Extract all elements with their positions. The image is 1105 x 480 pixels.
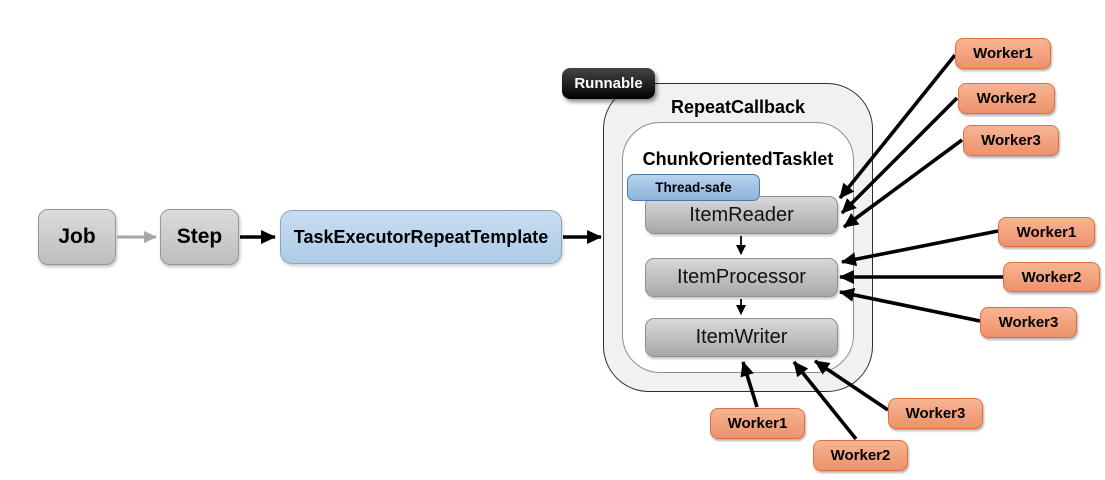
worker2-writer-box: Worker2 <box>813 440 908 471</box>
repeat-callback-label: RepeatCallback <box>670 96 806 117</box>
item-processor-node: ItemProcessor <box>645 258 838 297</box>
item-writer-node: ItemWriter <box>645 318 838 357</box>
worker1-reader-box: Worker1 <box>955 38 1051 69</box>
worker3-reader-box: Worker3 <box>963 125 1059 156</box>
runnable-tag: Runnable <box>562 68 655 99</box>
worker1-writer-box: Worker1 <box>710 408 805 439</box>
task-executor-repeat-template-node: TaskExecutorRepeatTemplate <box>280 210 562 264</box>
thread-safe-tag: Thread-safe <box>627 174 760 201</box>
worker3-writer-box: Worker3 <box>888 398 983 429</box>
job-node: Job <box>38 209 116 265</box>
worker3-processor-box: Worker3 <box>980 307 1077 338</box>
worker2-reader-box: Worker2 <box>958 83 1055 114</box>
worker2-processor-box: Worker2 <box>1003 262 1100 292</box>
item-reader-node: ItemReader <box>645 196 838 234</box>
chunk-oriented-tasklet-label: ChunkOrientedTasklet <box>642 148 834 169</box>
worker1-processor-box: Worker1 <box>998 217 1095 247</box>
step-node: Step <box>160 209 239 265</box>
